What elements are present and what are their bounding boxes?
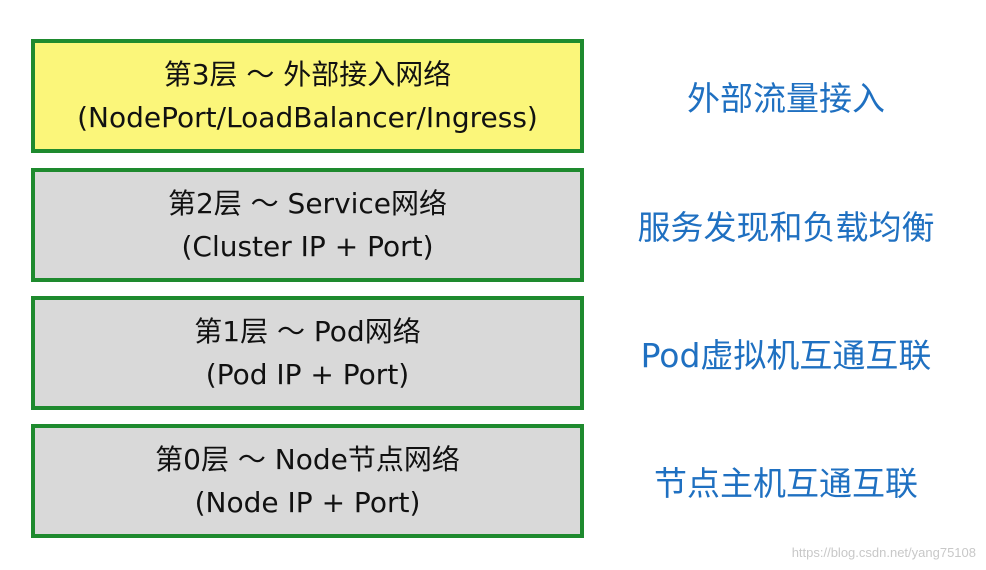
watermark-url: https://blog.csdn.net/yang75108 <box>791 545 976 560</box>
layer-0-title: 第0层 ～ Node节点网络 <box>155 443 460 476</box>
layer-2-title: 第2层 ～ Service网络 <box>167 187 448 220</box>
layer-2-box: 第2层 ～ Service网络 (Cluster IP + Port) <box>31 168 584 282</box>
layer-0-box: 第0层 ～ Node节点网络 (Node IP + Port) <box>31 424 584 538</box>
layer-2-subtitle: (Cluster IP + Port) <box>181 230 434 263</box>
layer-3-title: 第3层 ～ 外部接入网络 <box>163 58 452 91</box>
layer-3-box: 第3层 ～ 外部接入网络 (NodePort/LoadBalancer/Ingr… <box>31 39 584 153</box>
layer-3-subtitle: (NodePort/LoadBalancer/Ingress) <box>77 101 538 134</box>
layer-2-description: 服务发现和负载均衡 <box>637 208 935 247</box>
layer-3-description: 外部流量接入 <box>687 79 885 118</box>
layer-1-subtitle: (Pod IP + Port) <box>205 358 410 391</box>
layer-0-subtitle: (Node IP + Port) <box>194 486 421 519</box>
layer-1-box: 第1层 ～ Pod网络 (Pod IP + Port) <box>31 296 584 410</box>
layer-1-description: Pod虚拟机互通互联 <box>640 336 932 375</box>
layer-0-description: 节点主机互通互联 <box>654 464 918 503</box>
layer-1-title: 第1层 ～ Pod网络 <box>194 315 421 348</box>
